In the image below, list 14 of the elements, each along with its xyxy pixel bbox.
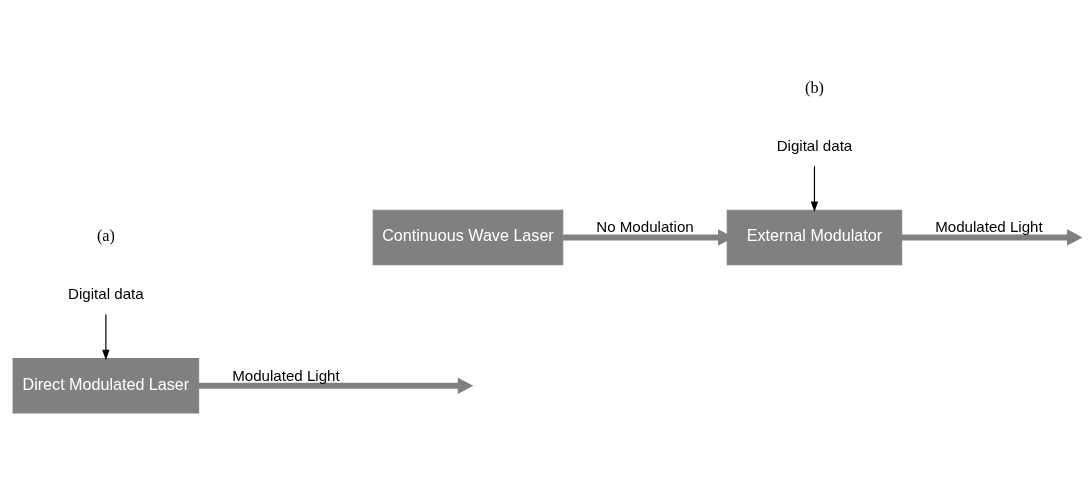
label: (a) xyxy=(96,227,115,245)
arrow xyxy=(901,229,1082,246)
node-text: Digital data xyxy=(776,137,853,155)
node-box: Continuous Wave Laser xyxy=(372,209,564,266)
edge-label: Modulated Light xyxy=(232,366,340,384)
arrow xyxy=(198,377,474,394)
node-box: External Modulator xyxy=(726,209,903,266)
edge-label: Modulated Light xyxy=(935,218,1043,236)
label: (b) xyxy=(805,79,824,97)
arrow xyxy=(810,165,819,212)
node-text: Digital data xyxy=(68,285,144,303)
edge-label: No Modulation xyxy=(596,218,694,236)
node-box: Direct Modulated Laser xyxy=(12,358,200,414)
arrow xyxy=(102,313,110,361)
